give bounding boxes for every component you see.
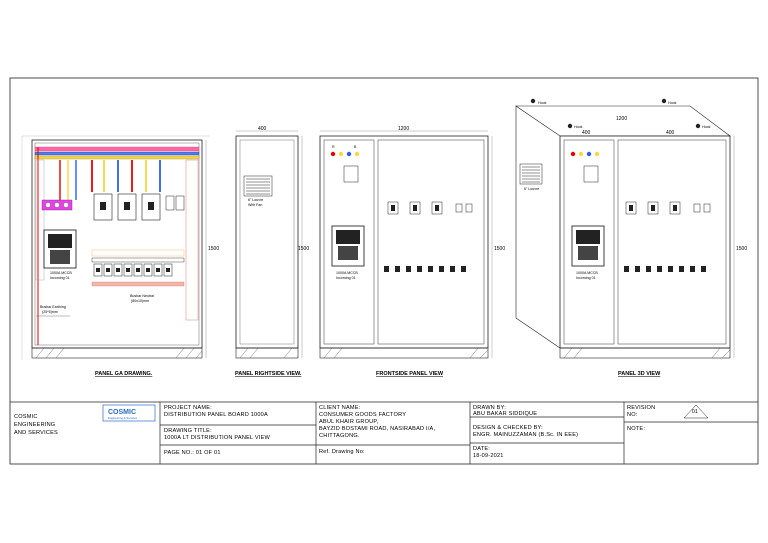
drawing-title: 1000A LT DISTRIBUTION PANEL VIEW: [164, 435, 270, 441]
project-name: DISTRIBUTION PANEL BOARD 1000A: [164, 412, 268, 418]
svg-text:(80x10)mm: (80x10)mm: [131, 299, 149, 303]
svg-text:Incoming 01: Incoming 01: [336, 276, 356, 280]
frontside-height-dim: 1500: [494, 246, 505, 252]
svg-text:Hook: Hook: [702, 125, 711, 129]
company-logo: [102, 404, 156, 422]
threed-view-label: PANEL 3D VIEW: [618, 371, 661, 377]
svg-text:400: 400: [666, 130, 675, 136]
panel-3d-view: Hook Hook Hook Hook 1200 400 400 6" Louv…: [515, 98, 747, 359]
title-block-grid: [159, 402, 758, 464]
company-name-line3: AND SERVICES: [14, 430, 58, 436]
svg-text:Engineering & Services: Engineering & Services: [108, 416, 138, 420]
svg-text:B: B: [354, 145, 357, 149]
rightside-depth-dim: 400: [258, 126, 267, 132]
panel-ga-drawing: 1000A MCCB Incoming 01 Busbar Neutral (8…: [21, 135, 219, 360]
threed-width-dim: 1200: [616, 116, 627, 122]
ga-mccb-label: 1000A MCCB: [50, 271, 72, 275]
client-line-1: CONSUMER GOODS FACTORY: [319, 412, 407, 418]
ga-height-dim: 1500: [208, 246, 219, 252]
threed-mccb-label: 1000A MCCB: [576, 271, 598, 275]
ref-drawing-number: Ref. Drawing No:: [319, 449, 365, 455]
revision-label: REVISION: [627, 405, 656, 411]
panel-rightside-view: 400 6" Louvre With Fan 1500: [235, 126, 309, 359]
ga-busbar-earthing-label: Busbar Earthing: [40, 305, 66, 309]
project-name-label: PROJECT NAME:: [164, 405, 212, 411]
date-value: 18-09-2021: [473, 453, 504, 459]
drawn-by: ABU BAKAR SIDDIQUE: [473, 411, 538, 417]
frontside-view-label: FRONTSIDE PANEL VIEW: [376, 371, 444, 377]
page-number: PAGE NO.: 01 OF 01: [164, 450, 221, 456]
svg-text:Incoming 01: Incoming 01: [50, 276, 70, 280]
ga-busbar-neutral-label: Busbar Neutral: [130, 294, 154, 298]
revision-number: 01: [692, 409, 698, 415]
svg-text:R: R: [332, 145, 335, 149]
design-checked-by: ENGR. MAINUZZAMAN (B.Sc. IN EEE): [473, 432, 579, 438]
louvre-label: 6" Louvre: [248, 198, 263, 202]
design-checked-label: DESIGN & CHECKED BY:: [473, 425, 543, 431]
revision-triangle: [683, 404, 709, 419]
date-label: DATE:: [473, 446, 491, 452]
client-line-4: CHITTAGONG.: [319, 433, 360, 439]
svg-text:(25*5)mm: (25*5)mm: [42, 310, 58, 314]
frontside-mccb-label: 1000A MCCB: [336, 271, 358, 275]
svg-text:Hook: Hook: [668, 101, 677, 105]
client-line-3: BAYZID BOSTAMI ROAD, NASIRABAD I/A,: [319, 426, 436, 432]
logo-text: COSMIC: [108, 409, 136, 416]
drawing-title-label: DRAWING TITLE:: [164, 428, 212, 434]
threed-height-dim: 1500: [736, 246, 747, 252]
drawn-by-label: DRAWN BY:: [473, 405, 506, 411]
svg-text:Incoming 01: Incoming 01: [576, 276, 596, 280]
svg-text:400: 400: [582, 130, 591, 136]
company-name-line2: ENGINEERING: [14, 422, 56, 428]
frontside-width-dim: 1200: [398, 126, 409, 132]
ga-view-label: PANEL GA DRAWING.: [95, 371, 153, 377]
client-name-label: CLIENT NAME:: [319, 405, 361, 411]
client-line-2: ABUL KHAIR GROUP,: [319, 419, 379, 425]
company-name-line1: COSMIC: [14, 414, 38, 420]
svg-text:Hook: Hook: [574, 125, 583, 129]
frontside-panel-view: 1200 R B 1000A MCCB Incoming 01: [319, 126, 505, 359]
rightside-view-label: PANEL RIGHTSIDE VIEW.: [235, 371, 302, 377]
note-label: NOTE:: [627, 426, 646, 432]
threed-louvre-label: 6" Louvre: [524, 187, 539, 191]
svg-text:With Fan: With Fan: [248, 203, 262, 207]
hook-label-1: Hook: [538, 101, 547, 105]
rightside-height-dim: 1500: [298, 246, 309, 252]
